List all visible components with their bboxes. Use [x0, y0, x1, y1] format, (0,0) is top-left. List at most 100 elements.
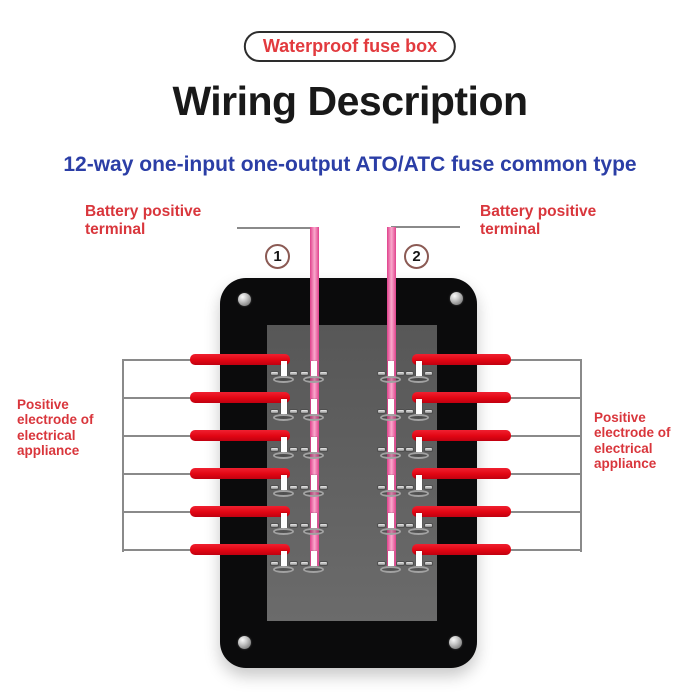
fuse-terminal — [300, 475, 328, 498]
terminal-ring — [303, 490, 324, 497]
terminal-wing — [270, 409, 279, 414]
terminal-wing — [270, 447, 279, 452]
label-line: appliance — [17, 443, 80, 459]
fuse-terminal — [300, 437, 328, 460]
fuse-terminal — [405, 399, 433, 422]
terminal-wing — [319, 561, 328, 566]
fuse-terminal — [377, 551, 405, 574]
terminal-wing — [405, 561, 414, 566]
label-line: electrode of — [594, 425, 671, 441]
wire-marker-2: 2 — [404, 244, 429, 269]
terminal-ring — [380, 376, 401, 383]
terminal-stub — [281, 475, 287, 490]
terminal-wing — [270, 485, 279, 490]
terminal-wing — [319, 485, 328, 490]
terminal-stub — [281, 513, 287, 528]
terminal-wing — [289, 485, 298, 490]
battery-input-wire-1 — [310, 227, 319, 566]
fuse-terminal — [377, 361, 405, 384]
terminal-stub — [416, 437, 422, 452]
fuse-output-wire-left — [190, 468, 290, 479]
battery-input-wire-2 — [387, 227, 396, 566]
battery-positive-label-left: Battery positive terminal — [85, 203, 201, 239]
fuse-output-wire-right — [412, 468, 511, 479]
subtitle: 12-way one-input one-output ATO/ATC fuse… — [63, 153, 637, 176]
terminal-wing — [289, 447, 298, 452]
leader-line-appliance-right — [510, 549, 581, 551]
leader-line-appliance-left — [122, 549, 191, 551]
terminal-stub — [281, 399, 287, 414]
terminal-wing — [405, 447, 414, 452]
label-line: terminal — [85, 221, 146, 238]
terminal-ring — [380, 452, 401, 459]
terminal-ring — [380, 490, 401, 497]
terminal-stub — [281, 437, 287, 452]
fuse-output-wire-left — [190, 506, 290, 517]
leader-line-appliance-right — [510, 511, 581, 513]
terminal-wing — [396, 447, 405, 452]
terminal-stub — [388, 437, 394, 452]
terminal-stub — [388, 513, 394, 528]
fuse-terminal — [377, 475, 405, 498]
fuse-output-wire-right — [412, 354, 511, 365]
leader-line-appliance-right — [510, 473, 581, 475]
terminal-wing — [405, 371, 414, 376]
leader-line-appliance-left — [122, 473, 191, 475]
terminal-wing — [377, 485, 386, 490]
fuse-terminal — [300, 399, 328, 422]
terminal-wing — [300, 523, 309, 528]
terminal-stub — [388, 361, 394, 376]
terminal-ring — [408, 490, 429, 497]
leader-line-appliance-right — [510, 359, 581, 361]
screw-bottom-right — [449, 636, 462, 649]
fuse-terminal — [405, 437, 433, 460]
terminal-wing — [319, 371, 328, 376]
fuse-output-wire-right — [412, 506, 511, 517]
terminal-ring — [408, 566, 429, 573]
terminal-wing — [424, 409, 433, 414]
label-line: Battery positive — [85, 203, 202, 220]
terminal-stub — [388, 399, 394, 414]
wire-marker-1: 1 — [265, 244, 290, 269]
terminal-wing — [405, 409, 414, 414]
terminal-ring — [380, 414, 401, 421]
terminal-wing — [424, 485, 433, 490]
terminal-wing — [300, 485, 309, 490]
leader-line-appliance-left — [122, 359, 191, 361]
terminal-wing — [270, 523, 279, 528]
terminal-ring — [273, 528, 294, 535]
fuse-terminal — [377, 513, 405, 536]
fuse-terminal — [405, 475, 433, 498]
terminal-wing — [396, 561, 405, 566]
terminal-stub — [311, 475, 317, 490]
fuse-terminal — [300, 551, 328, 574]
terminal-stub — [311, 361, 317, 376]
fuse-terminal — [270, 551, 298, 574]
terminal-wing — [405, 485, 414, 490]
marker-number: 1 — [273, 248, 282, 265]
terminal-stub — [416, 361, 422, 376]
terminal-ring — [303, 414, 324, 421]
screw-top-left — [238, 293, 251, 306]
terminal-wing — [289, 561, 298, 566]
terminal-wing — [424, 561, 433, 566]
terminal-ring — [273, 490, 294, 497]
fuse-terminal — [405, 513, 433, 536]
fuse-output-wire-left — [190, 430, 290, 441]
fuse-terminal — [270, 399, 298, 422]
terminal-stub — [281, 361, 287, 376]
terminal-ring — [408, 376, 429, 383]
terminal-stub — [311, 437, 317, 452]
terminal-stub — [388, 551, 394, 566]
bracket-left — [122, 359, 124, 552]
terminal-wing — [319, 523, 328, 528]
leader-line-battery-left — [237, 227, 319, 229]
appliance-electrode-label-right: Positive electrode of electrical applian… — [594, 410, 671, 472]
terminal-wing — [396, 523, 405, 528]
terminal-ring — [303, 376, 324, 383]
terminal-wing — [377, 447, 386, 452]
terminal-wing — [289, 409, 298, 414]
terminal-ring — [380, 566, 401, 573]
terminal-stub — [416, 513, 422, 528]
